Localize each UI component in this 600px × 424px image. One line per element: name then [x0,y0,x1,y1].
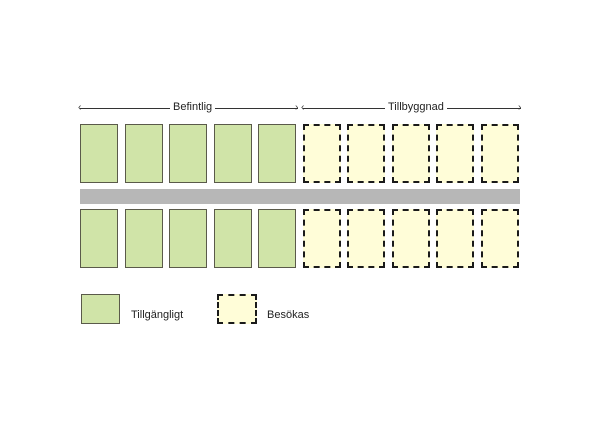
visited-slot [347,209,385,268]
available-slot [80,124,118,183]
legend-visited-swatch [217,294,257,324]
arrow-left-head-icon: ‹ [301,102,305,113]
visited-slot [391,209,430,268]
visited-slot [436,124,474,183]
visited-slot [347,124,385,183]
legend-available-swatch [81,294,120,324]
available-slot [213,209,252,268]
arrow-right-head-icon: › [518,102,522,113]
existing-label: Befintlig [170,101,216,113]
extension-label: Tillbyggnad [385,101,447,113]
available-slot [213,124,252,183]
available-slot [169,209,207,268]
visited-slot [480,209,519,268]
available-slot [258,209,296,268]
visited-slot [391,124,430,183]
arrow-right-head-icon: › [295,102,299,113]
available-slot [124,124,163,183]
available-slot [258,124,296,183]
arrow-left-head-icon: ‹ [78,102,82,113]
legend-visited-label: Besökas [267,309,310,321]
road-strip [80,189,520,204]
available-slot [80,209,118,268]
visited-slot [436,209,474,268]
available-slot [124,209,163,268]
available-slot [169,124,207,183]
visited-slot [302,209,341,268]
visited-slot [302,124,341,183]
visited-slot [480,124,519,183]
legend-available-label: Tillgängligt [131,309,184,321]
